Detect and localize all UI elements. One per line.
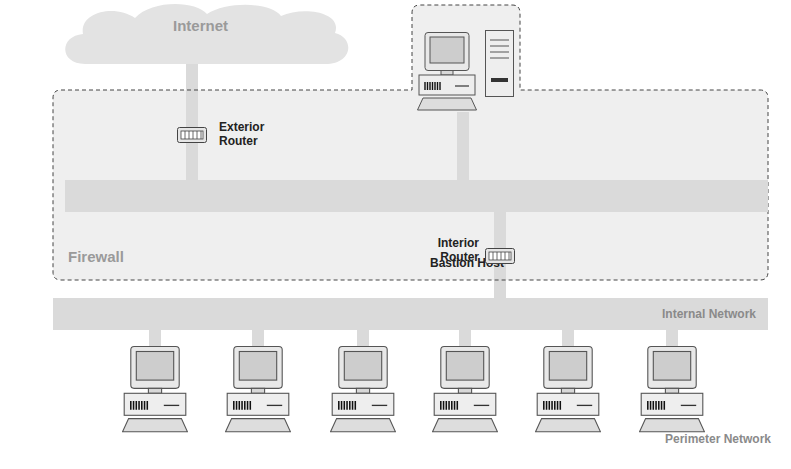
- workstations: [123, 347, 705, 432]
- workstation: [536, 347, 601, 432]
- network-link: [457, 112, 469, 180]
- network-link: [494, 212, 506, 248]
- firewall-outline: [53, 5, 768, 280]
- network-band: Internal Network: [53, 298, 768, 330]
- router-label: Exterior Router: [219, 120, 279, 148]
- workstation: [226, 347, 291, 432]
- router-icon: [177, 127, 207, 143]
- network-label: Internal Network: [662, 307, 756, 321]
- workstation: [331, 347, 396, 432]
- bastion-computer: [415, 28, 519, 112]
- network-link: [186, 143, 198, 180]
- network-label: Perimeter Network: [665, 432, 771, 446]
- router-label: Interior Router: [419, 236, 479, 264]
- bastion-host: Bastion Host: [415, 10, 519, 112]
- region-label: Firewall: [68, 248, 124, 265]
- internet-cloud: Internet: [55, 0, 355, 64]
- network-link: [186, 64, 198, 127]
- computer-drops: [149, 330, 678, 347]
- router: Interior Router: [485, 248, 515, 264]
- workstation: [123, 347, 188, 432]
- workstation: [433, 347, 498, 432]
- firewall-region: Firewall Bastion HostExterior RouterPerim…: [53, 5, 768, 280]
- region-label: Internet: [173, 17, 228, 34]
- network-band: Perimeter Network: [65, 180, 768, 212]
- router-icon: [485, 248, 515, 264]
- router: Exterior Router: [177, 127, 207, 143]
- workstation: [640, 347, 705, 432]
